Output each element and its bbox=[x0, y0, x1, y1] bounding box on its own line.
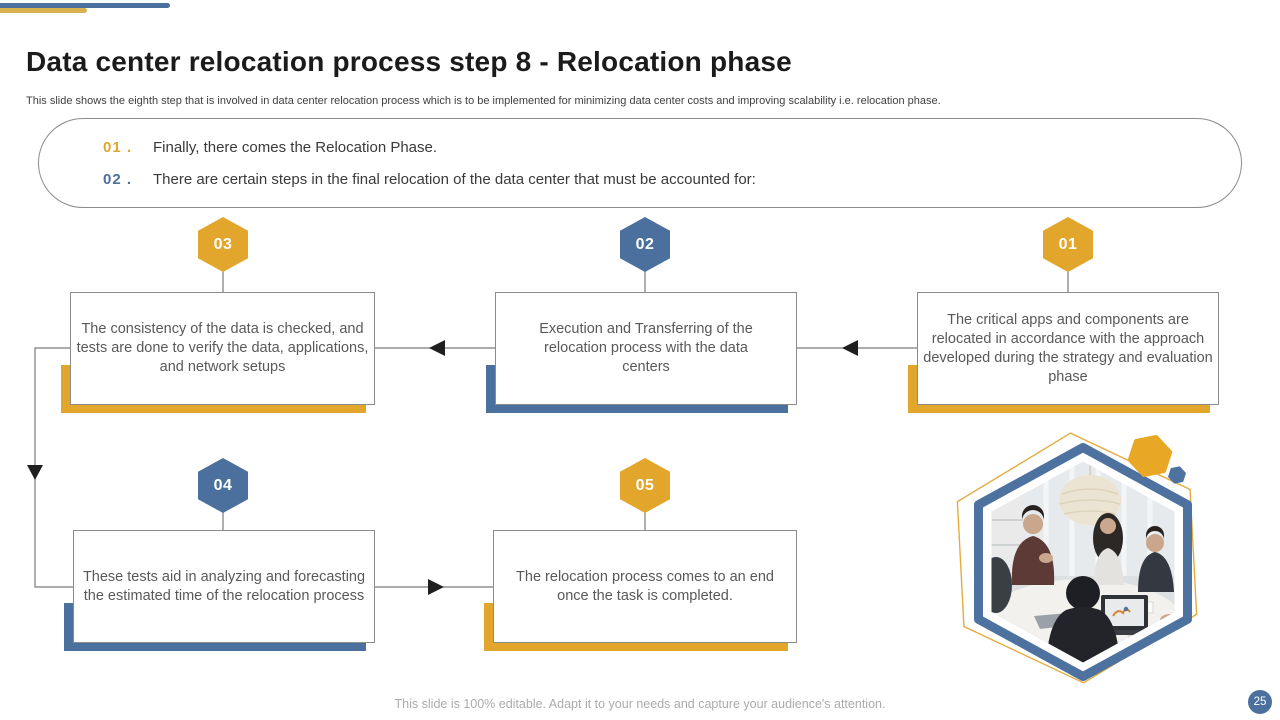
step-box-02: Execution and Transferring of the reloca… bbox=[495, 292, 797, 405]
small-hexagon-blue bbox=[1168, 466, 1186, 484]
hexagon-outline-yellow bbox=[956, 432, 1198, 684]
arrowhead-down-icon bbox=[27, 465, 43, 480]
slide-subtitle: This slide shows the eighth step that is… bbox=[26, 95, 941, 107]
step-text: The consistency of the data is checked, … bbox=[76, 321, 369, 375]
arrowhead-left-icon bbox=[429, 340, 858, 356]
step-text: These tests aid in analyzing and forecas… bbox=[82, 568, 366, 604]
meeting-scene bbox=[991, 461, 1175, 663]
step-number: 03 bbox=[213, 235, 233, 253]
footer-note: This slide is 100% editable. Adapt it to… bbox=[394, 697, 886, 711]
hexagon-frame-blue bbox=[974, 443, 1192, 681]
step-box-04: These tests aid in analyzing and forecas… bbox=[73, 530, 375, 643]
callout-item-02: 02 . There are certain steps in the fina… bbox=[103, 171, 1241, 188]
step-text: The critical apps and components are rel… bbox=[923, 311, 1213, 385]
step-hexagon-badge: 01 bbox=[1043, 217, 1093, 272]
callout-item-01: 01 . Finally, there comes the Relocation… bbox=[103, 139, 1241, 156]
small-hexagon-yellow bbox=[1127, 434, 1173, 478]
arrowhead-right-icon bbox=[428, 579, 444, 595]
decor-bar-yellow bbox=[0, 8, 87, 13]
decor-bar-blue bbox=[0, 3, 170, 8]
page-number: 25 bbox=[1253, 696, 1267, 708]
callout-number: 02 . bbox=[103, 170, 133, 188]
step-number: 01 bbox=[1058, 235, 1078, 253]
page-number-badge: 25 bbox=[1248, 690, 1272, 714]
step-box-01: The critical apps and components are rel… bbox=[917, 292, 1219, 405]
step-number: 02 bbox=[635, 235, 655, 253]
intro-callout: 01 . Finally, there comes the Relocation… bbox=[38, 118, 1242, 208]
step-box-03: The consistency of the data is checked, … bbox=[70, 292, 375, 405]
step-number: 05 bbox=[635, 476, 655, 494]
step-box-05: The relocation process comes to an end o… bbox=[493, 530, 797, 643]
page-title: Data center relocation process step 8 - … bbox=[26, 45, 792, 77]
callout-number: 01 . bbox=[103, 138, 133, 156]
callout-text: Finally, there comes the Relocation Phas… bbox=[153, 138, 438, 156]
step-number: 04 bbox=[213, 476, 233, 494]
meeting-photo bbox=[956, 432, 1198, 684]
callout-text: There are certain steps in the final rel… bbox=[153, 170, 756, 188]
step-text: Execution and Transferring of the reloca… bbox=[539, 321, 753, 375]
step-text: The relocation process comes to an end o… bbox=[516, 568, 774, 604]
